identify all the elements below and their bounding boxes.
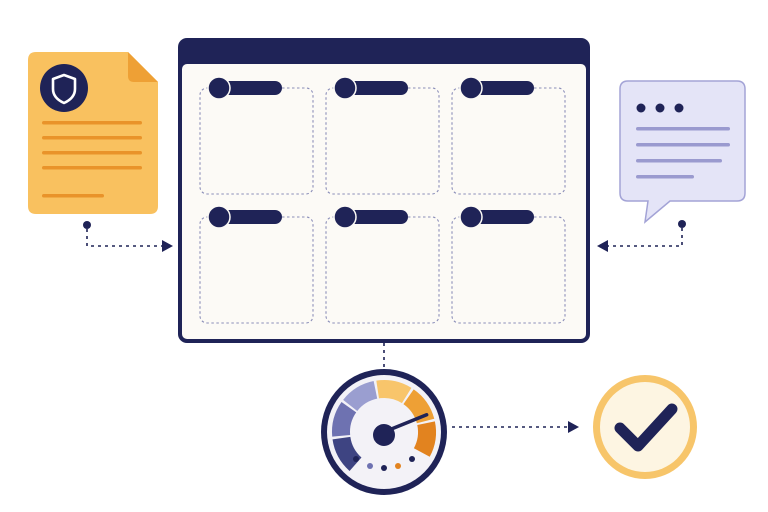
dashboard-card — [451, 205, 566, 324]
document-to-dashboard-connector — [83, 221, 173, 252]
dashboard-card — [325, 205, 440, 324]
chat-dot — [655, 103, 665, 113]
card-header-pill — [465, 210, 534, 224]
dashboard-card — [325, 76, 440, 195]
card-header-dot — [207, 76, 231, 100]
chat-line — [636, 127, 730, 131]
gauge-indicator-dot — [353, 456, 359, 462]
document-line — [42, 121, 142, 125]
gauge-segment — [343, 381, 378, 411]
card-header-pill — [339, 81, 408, 95]
shield-document-icon — [28, 52, 158, 214]
gauge-segment — [332, 402, 357, 437]
checkmark-icon — [614, 403, 678, 452]
card-placeholder-box — [451, 87, 566, 195]
dashboard-card — [199, 76, 314, 195]
gauge-hub — [373, 424, 395, 446]
card-header-dot — [459, 76, 483, 100]
gauge-segment — [332, 436, 362, 471]
check-inner — [600, 382, 690, 472]
card-header-dot — [333, 76, 357, 100]
dashboard-window — [178, 38, 590, 343]
dashboard-card — [451, 76, 566, 195]
card-header-pill — [213, 81, 282, 95]
document-line — [42, 151, 142, 155]
chat-bubble-icon — [619, 80, 746, 224]
gauge-indicator-dot — [409, 456, 415, 462]
chat-line — [636, 159, 722, 163]
dashboard-card — [199, 205, 314, 324]
gauge-indicator-dots — [353, 456, 415, 471]
card-placeholder-box — [199, 87, 314, 195]
shield-badge — [40, 64, 88, 112]
card-placeholder-box — [199, 216, 314, 324]
chat-dot — [636, 103, 646, 113]
gauge-indicator-dot — [367, 463, 373, 469]
gauge-indicator-dot — [395, 463, 401, 469]
document-line — [42, 136, 142, 140]
gauge-to-check-connector — [452, 421, 579, 433]
chat-line — [636, 143, 730, 147]
card-header-dot — [333, 205, 357, 229]
chat-line — [636, 175, 694, 179]
card-header-pill — [465, 81, 534, 95]
document-text-lines — [42, 121, 142, 198]
chat-dot — [674, 103, 684, 113]
shield-icon — [51, 73, 77, 105]
gauge-segment — [376, 380, 412, 404]
speedometer-gauge-icon — [321, 369, 447, 495]
card-placeholder-box — [451, 216, 566, 324]
card-placeholder-box — [325, 216, 440, 324]
gauge-segment — [413, 421, 436, 457]
chat-to-dashboard-connector — [597, 220, 686, 252]
checkmark-badge — [593, 375, 697, 479]
card-header-dot — [459, 205, 483, 229]
document-line — [42, 166, 142, 170]
card-header-dot — [207, 205, 231, 229]
document-fold — [128, 52, 158, 82]
card-header-pill — [339, 210, 408, 224]
card-placeholder-box — [325, 87, 440, 195]
chat-bubble-body — [619, 80, 746, 224]
dashboard-card-grid — [199, 76, 566, 324]
card-header-pill — [213, 210, 282, 224]
document-line — [42, 194, 104, 198]
gauge-indicator-dot — [381, 465, 387, 471]
